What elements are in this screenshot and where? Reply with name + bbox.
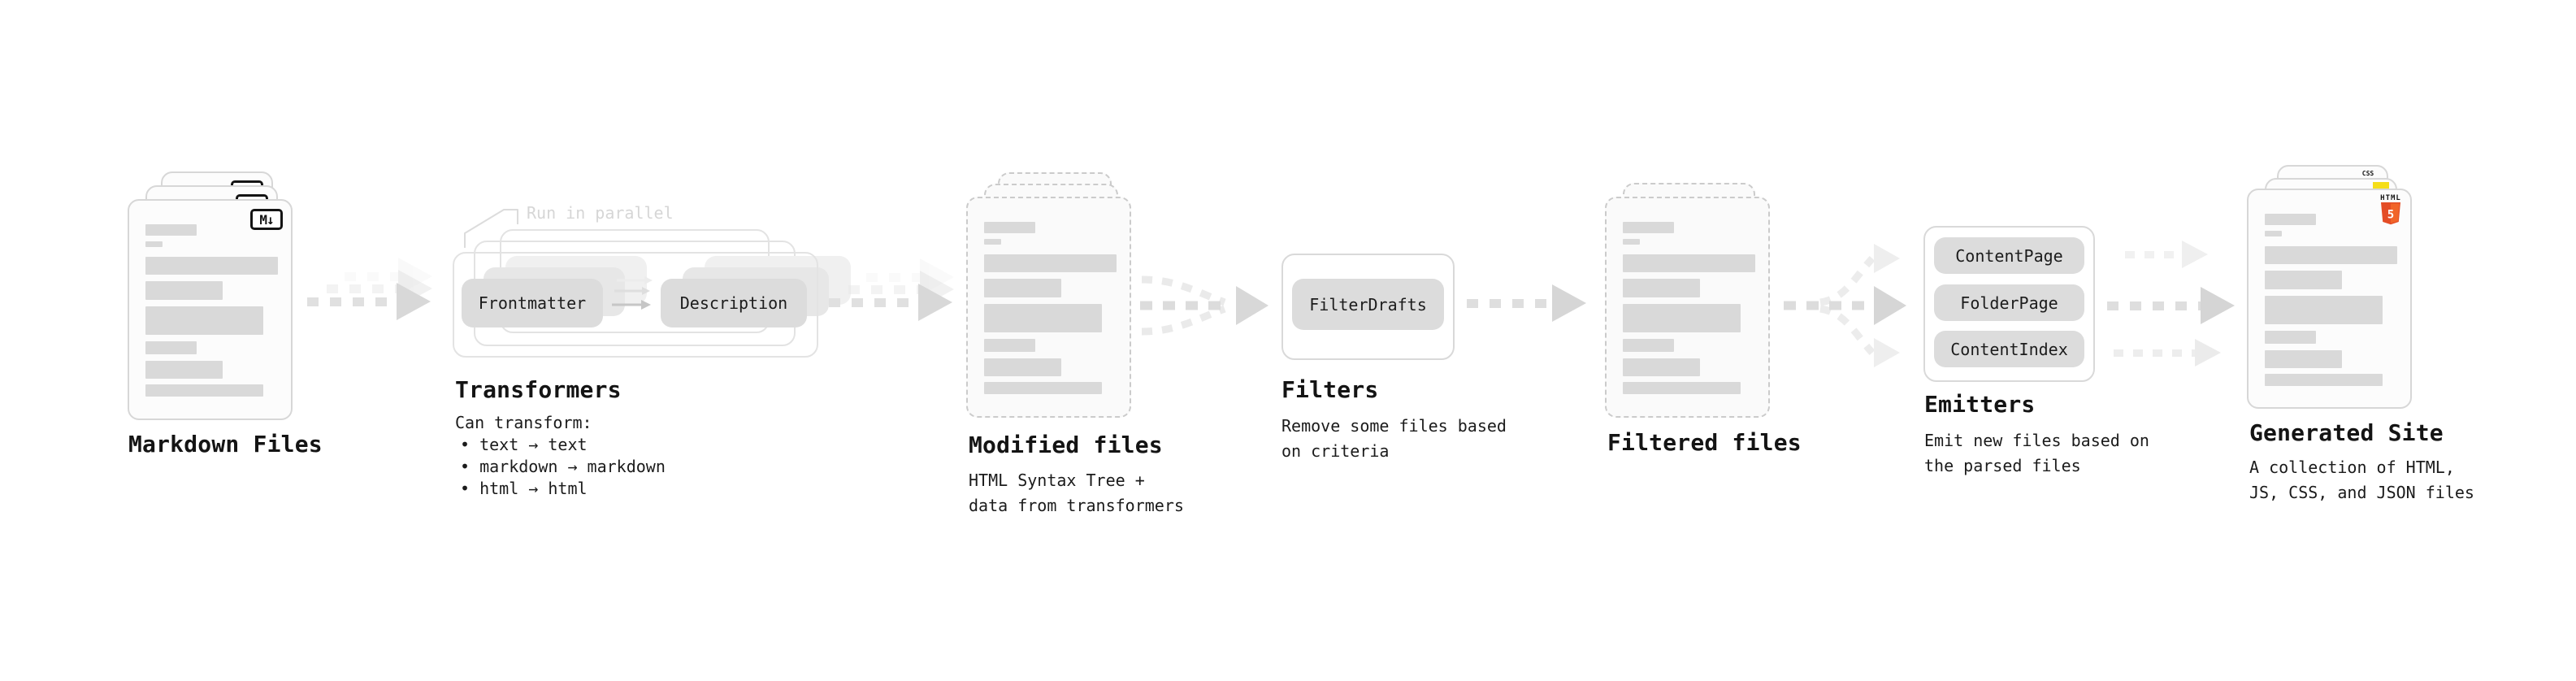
arrow-emitters-to-site-top [2125, 241, 2208, 268]
run-in-parallel-label: Run in parallel [527, 203, 674, 223]
text-bar [145, 281, 223, 300]
stage-label-filters: Filters [1281, 376, 1379, 403]
text-bar [984, 254, 1117, 272]
generated-site-note: A collection of HTML, JS, CSS, and JSON … [2249, 458, 2474, 502]
text-bar [145, 341, 197, 354]
html5-icon-word: HTML [2380, 194, 2401, 202]
markdown-icon-text: M↓ [259, 211, 274, 228]
text-bar [984, 304, 1102, 332]
bullet-item: html → html [460, 478, 666, 500]
markdown-icon: M↓ [250, 209, 283, 230]
stage-label-generated-site: Generated Site [2249, 419, 2444, 446]
text-bar [984, 358, 1061, 376]
text-bar [2265, 350, 2342, 368]
generated-file-card-html: HTML 5 [2247, 189, 2412, 409]
emitter-pill-contentpage: ContentPage [1934, 237, 2084, 274]
emitters-note: Emit new files based on the parsed files [1924, 431, 2149, 475]
text-bar [2265, 214, 2316, 225]
text-bar [145, 306, 263, 335]
filtered-file-card [1605, 197, 1770, 418]
text-bar [1623, 339, 1674, 352]
html5-shield: 5 [2381, 202, 2400, 225]
transformers-note-title: Can transform: [455, 413, 592, 432]
filters-note: Remove some files based on criteria [1281, 416, 1507, 461]
html5-icon: HTML 5 [2380, 194, 2401, 225]
text-bar [1623, 382, 1741, 394]
text-bar [145, 241, 163, 247]
arrow-emitters-to-site-middle [2107, 287, 2235, 324]
arrow-emitters-to-site-bottom [2114, 339, 2221, 367]
text-bar [1623, 239, 1640, 245]
text-bar [145, 257, 278, 275]
arrow-filtered-to-emitters-diverging [1784, 244, 1906, 367]
svg-text:5: 5 [2387, 209, 2394, 222]
text-bar [145, 361, 223, 379]
stage-label-modified-files: Modified files [969, 432, 1163, 458]
doc-text-lines [145, 224, 278, 397]
text-bar [2265, 374, 2383, 386]
stage-label-emitters: Emitters [1924, 391, 2036, 418]
stage-label-filtered-files: Filtered files [1607, 429, 1802, 456]
text-bar [1623, 279, 1700, 297]
css3-icon-text: CSS [2361, 170, 2374, 177]
text-bar [1623, 358, 1700, 376]
text-bar [145, 384, 263, 397]
bullet-item: markdown → markdown [460, 456, 666, 478]
arrow-filters-to-filtered [1467, 284, 1586, 322]
text-bar [2265, 331, 2316, 344]
pill-connector-arrows [612, 276, 653, 310]
transformers-bullet-list: text → text markdown → markdown html → h… [460, 434, 666, 500]
emitter-pill-folderpage: FolderPage [1934, 284, 2084, 321]
text-bar [984, 222, 1035, 233]
stage-label-markdown-files: Markdown Files [128, 431, 323, 458]
text-bar [2265, 246, 2397, 264]
arrow-transformers-to-modified [829, 284, 952, 321]
modified-files-note: HTML Syntax Tree + data from transformer… [969, 471, 1184, 515]
text-bar [2265, 296, 2383, 324]
text-bar [2265, 271, 2342, 289]
transformer-frame-front [453, 252, 818, 358]
bullet-item: text → text [460, 434, 666, 456]
filter-pill-filterdrafts: FilterDrafts [1292, 279, 1444, 330]
text-bar [145, 224, 197, 236]
markdown-file-card: M↓ [128, 199, 293, 420]
arrow-markdown-to-transformers [307, 283, 431, 320]
text-bar [2265, 231, 2282, 236]
transformer-pill-description: Description [661, 279, 807, 327]
run-in-parallel-callout-line [464, 209, 518, 248]
stage-label-transformers: Transformers [455, 376, 622, 403]
text-bar [984, 239, 1001, 245]
text-bar [984, 339, 1035, 352]
transformer-pill-frontmatter: Frontmatter [462, 279, 603, 327]
arrow-modified-to-filters-converging [1140, 275, 1268, 336]
text-bar [1623, 222, 1674, 233]
text-bar [1623, 254, 1755, 272]
text-bar [984, 279, 1061, 297]
emitter-pill-contentindex: ContentIndex [1934, 331, 2084, 367]
doc-text-lines [984, 222, 1117, 394]
modified-file-card [966, 197, 1131, 418]
text-bar [1623, 304, 1741, 332]
doc-text-lines [1623, 222, 1755, 394]
doc-text-lines [2265, 214, 2397, 386]
text-bar [984, 382, 1102, 394]
